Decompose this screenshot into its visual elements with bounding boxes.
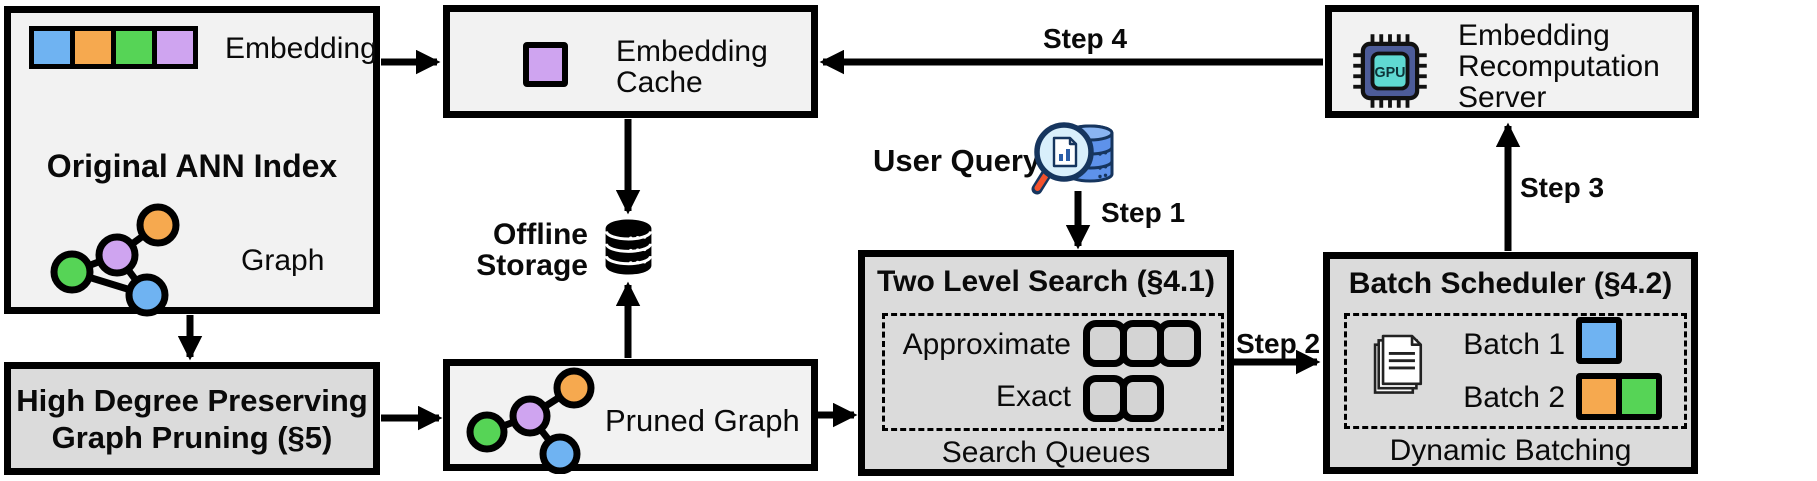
search-queues-panel [882, 313, 1224, 431]
embedding-cell-green [111, 31, 152, 64]
exact-queue-slots [1083, 375, 1164, 422]
batch-scheduler-title: Batch Scheduler (§4.2) [1348, 267, 1673, 300]
offline-storage-database-icon [605, 219, 652, 275]
batch1-label: Batch 1 [1463, 328, 1565, 361]
cached-embedding-icon [523, 42, 568, 87]
user-query-icon [1031, 122, 1114, 195]
queue-slot [1120, 375, 1164, 422]
graph-label: Graph [241, 244, 325, 277]
queue-slot [1157, 320, 1201, 367]
embedding-cell-blue [34, 31, 70, 64]
approximate-label: Approximate [902, 328, 1071, 361]
original-ann-index-box: Embedding Original ANN Index Graph [4, 6, 380, 317]
search-queues-label: Search Queues [941, 436, 1151, 469]
gpu-icon-label: GPU [1374, 65, 1405, 81]
embedding-label: Embedding [225, 32, 377, 65]
step2-label: Step 2 [1236, 328, 1321, 359]
batch-scheduler-box: Batch Scheduler (§4.2) Batch 1 Batch 2 D… [1323, 252, 1698, 474]
exact-label: Exact [995, 380, 1071, 413]
dynamic-batching-label: Dynamic Batching [1389, 434, 1632, 467]
two-level-search-title: Two Level Search (§4.1) [877, 265, 1215, 298]
step1-label: Step 1 [1101, 197, 1186, 228]
batch2-label: Batch 2 [1463, 381, 1565, 414]
approximate-queue-slots [1083, 320, 1201, 367]
batch2-item-green [1616, 373, 1662, 420]
embedding-cell-purple [152, 31, 193, 64]
offline-storage-label: Offline Storage [476, 218, 588, 282]
queue-slot [1120, 320, 1164, 367]
step4-label: Step 4 [1042, 23, 1128, 54]
graph-pruning-box: High Degree Preserving Graph Pruning (§5… [4, 362, 380, 475]
embedding-cache-label: Embedding Cache [616, 35, 768, 99]
gpu-icon: GPU [1353, 34, 1427, 108]
graph-pruning-label: High Degree Preserving Graph Pruning (§5… [16, 383, 368, 455]
batch2-items [1576, 373, 1662, 420]
dynamic-batching-panel [1344, 313, 1687, 429]
batch1-items [1576, 317, 1622, 364]
recomputation-server-box: GPU Embedding Recomputation Server [1325, 5, 1699, 118]
recomputation-server-label: Embedding Recomputation Server [1458, 19, 1660, 114]
two-level-search-box: Two Level Search (§4.1) Approximate Exac… [858, 250, 1234, 476]
graph-icon [50, 203, 180, 317]
batch1-item-blue [1576, 317, 1622, 364]
embedding-cache-box: Embedding Cache [443, 5, 818, 118]
documents-stack-icon [1373, 334, 1423, 394]
ann-index-title: Original ANN Index [46, 148, 338, 184]
pruned-graph-box: Pruned Graph [443, 359, 818, 474]
user-query-label: User Query [873, 143, 1041, 178]
embedding-vector-icon [29, 26, 198, 69]
step3-label: Step 3 [1520, 172, 1605, 203]
pruned-graph-icon [466, 367, 595, 474]
embedding-cell-orange [70, 31, 111, 64]
pruned-graph-label: Pruned Graph [605, 403, 800, 438]
